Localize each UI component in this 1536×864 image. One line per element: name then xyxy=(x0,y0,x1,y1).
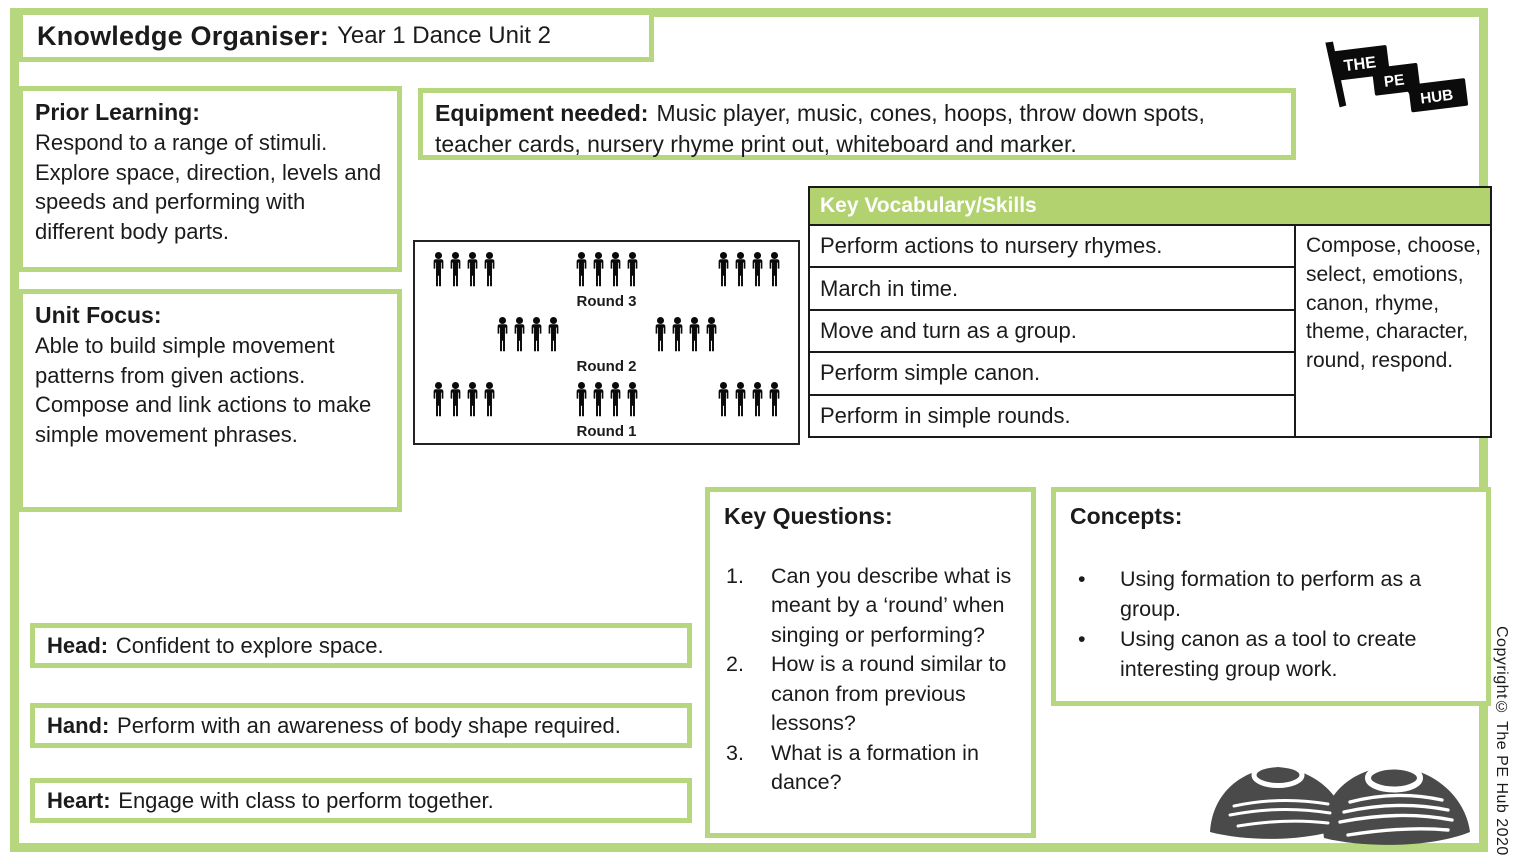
skill-row: Perform simple canon. xyxy=(810,351,1294,393)
unit-focus-body: Able to build simple movement patterns f… xyxy=(35,332,372,447)
person-icon xyxy=(769,381,780,416)
person-icon xyxy=(548,316,558,352)
person-icon xyxy=(718,381,729,416)
person-icon xyxy=(672,316,682,352)
person-icon xyxy=(735,251,746,287)
head-label: Head: xyxy=(47,632,109,658)
logo-word-the: THE xyxy=(1343,53,1378,75)
hand-text: Perform with an awareness of body shape … xyxy=(117,712,621,738)
person-icon xyxy=(593,381,603,416)
person-icon xyxy=(610,251,620,287)
person-icon xyxy=(433,381,444,416)
heart-box: Heart: Engage with class to perform toget… xyxy=(30,778,692,823)
person-icon xyxy=(531,316,541,352)
round-label: Round 1 xyxy=(576,422,637,440)
key-vocabulary-header: Key Vocabulary/Skills xyxy=(810,188,1490,226)
heart-label: Heart: xyxy=(47,787,111,813)
person-group xyxy=(574,251,640,287)
person-icon xyxy=(610,381,620,416)
hand-label: Hand: xyxy=(47,712,110,738)
person-group xyxy=(574,381,640,417)
copyright-vertical-text: Copyright© The PE Hub 2020 xyxy=(1493,626,1510,856)
unit-focus-heading: Unit Focus: xyxy=(35,302,162,328)
concepts-list: Using formation to perform as a group.Us… xyxy=(1070,564,1472,684)
figure-row xyxy=(415,316,798,352)
person-icon xyxy=(450,251,461,287)
hoops-illustration-icon xyxy=(1210,762,1470,845)
logo-word-hub: HUB xyxy=(1419,87,1454,108)
figure-row xyxy=(415,381,798,417)
concept-item: Using formation to perform as a group. xyxy=(1070,564,1472,624)
vocab-list-cell: Compose, choose, select, emotions, canon… xyxy=(1294,226,1490,436)
key-questions-list: Can you describe what is meant by a ‘rou… xyxy=(724,562,1017,798)
prior-learning-body: Respond to a range of stimuli. Explore s… xyxy=(35,129,382,244)
person-icon xyxy=(467,251,478,287)
head-text: Confident to explore space. xyxy=(115,632,384,658)
person-icon xyxy=(514,316,524,352)
skill-row: Move and turn as a group. xyxy=(810,308,1294,351)
person-icon xyxy=(769,251,780,287)
page-title-box: Knowledge Organiser: Year 1 Dance Unit 2 xyxy=(18,10,654,62)
hand-box: Hand: Perform with an awareness of body s… xyxy=(30,703,692,748)
person-icon xyxy=(735,381,746,416)
person-icon xyxy=(718,251,729,287)
person-group xyxy=(431,381,497,417)
person-icon xyxy=(627,251,637,287)
key-questions-heading: Key Questions: xyxy=(724,503,893,529)
head-box: Head:Confident to explore space. xyxy=(30,623,692,668)
figure-row xyxy=(415,251,798,287)
equipment-heading: Equipment needed: xyxy=(435,100,649,126)
page-subtitle: Year 1 Dance Unit 2 xyxy=(337,22,551,49)
equipment-box: Equipment needed:Music player, music, co… xyxy=(418,88,1296,160)
person-icon xyxy=(467,381,478,416)
person-group xyxy=(716,251,782,287)
round-label: Round 3 xyxy=(576,293,637,311)
person-group xyxy=(431,251,497,287)
concept-item: Using canon as a tool to create interest… xyxy=(1070,624,1472,684)
skill-row: Perform in simple rounds. xyxy=(810,393,1294,436)
person-icon xyxy=(706,316,716,352)
person-group xyxy=(653,316,719,352)
formation-diagram: Round 3 Round 2 Round 1 xyxy=(413,240,800,445)
person-group xyxy=(716,381,782,417)
concepts-box: Concepts: Using formation to perform as … xyxy=(1051,487,1491,706)
skills-column: Perform actions to nursery rhymes. March … xyxy=(810,226,1294,436)
person-icon xyxy=(752,251,763,287)
skill-row: Perform actions to nursery rhymes. xyxy=(820,233,1163,259)
heart-text: Engage with class to perform together. xyxy=(118,787,494,813)
key-question-item: What is a formation in dance? xyxy=(726,739,979,795)
key-vocabulary-table: Key Vocabulary/Skills Perform actions to… xyxy=(808,186,1492,438)
equipment-body: Music player, music, cones, hoops, throw… xyxy=(435,100,1205,158)
person-icon xyxy=(450,381,461,416)
key-questions-box: Key Questions: Can you describe what is … xyxy=(705,487,1036,838)
key-question-item: How is a round similar to canon from pre… xyxy=(726,650,1007,736)
unit-focus-box: Unit Focus: Able to build simple movemen… xyxy=(18,289,402,512)
person-icon xyxy=(627,381,637,416)
person-icon xyxy=(689,316,699,352)
concepts-heading: Concepts: xyxy=(1070,503,1183,529)
logo-word-pe: PE xyxy=(1383,72,1405,91)
person-group xyxy=(495,316,561,352)
page-title: Knowledge Organiser: xyxy=(37,20,330,51)
person-icon xyxy=(484,381,495,416)
person-icon xyxy=(655,316,665,352)
prior-learning-box: Prior Learning: Respond to a range of st… xyxy=(18,86,402,272)
person-icon xyxy=(484,251,495,287)
pe-hub-logo-icon: THE PE HUB xyxy=(1325,41,1469,113)
person-icon xyxy=(593,251,603,287)
round-label: Round 2 xyxy=(576,358,637,376)
prior-learning-heading: Prior Learning: xyxy=(35,99,200,125)
key-question-item: Can you describe what is meant by a ‘rou… xyxy=(726,562,1012,647)
person-icon xyxy=(576,251,586,287)
skill-row: March in time. xyxy=(810,266,1294,308)
person-icon xyxy=(433,251,444,287)
key-vocabulary-body: Perform actions to nursery rhymes. March … xyxy=(810,226,1490,436)
person-icon xyxy=(752,381,763,416)
person-icon xyxy=(497,316,507,352)
person-icon xyxy=(576,381,586,416)
